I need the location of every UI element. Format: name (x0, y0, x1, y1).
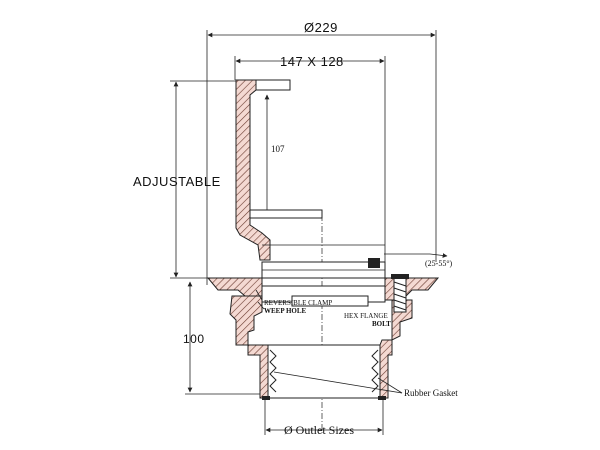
outlet-body (247, 339, 393, 400)
clamp-leaders (255, 289, 265, 310)
hex-flange-label: HEX FLANGE (344, 312, 388, 320)
flange-angle-label: (25-55°) (425, 259, 453, 268)
reversible-clamp-label: REVERSIBLE CLAMP (264, 299, 332, 307)
dimension-adjustable (170, 80, 237, 279)
grate-extension (235, 79, 385, 263)
rubber-gasket-label: Rubber Gasket (404, 388, 458, 398)
outlet-sizes-label: Ø Outlet Sizes (284, 423, 354, 437)
adjustable-label: ADJUSTABLE (133, 174, 221, 189)
dimension-outlet (264, 398, 384, 435)
hex-flange-bolt (391, 274, 409, 313)
inner-height-label: 107 (271, 144, 285, 154)
dimension-grate-size (234, 56, 386, 262)
body-height-label: 100 (183, 332, 205, 346)
dimension-flange-angle (384, 253, 448, 258)
dimension-body-height (185, 281, 268, 395)
clamp-ring (229, 285, 413, 346)
dimension-overall-width (206, 30, 437, 285)
weep-hole-label: WEEP HOLE (264, 307, 307, 315)
bolt-label: BOLT (372, 320, 391, 328)
gasket-leaders (273, 371, 403, 394)
overall-diameter-label: Ø229 (304, 20, 338, 35)
grate-size-label: 147 X 128 (280, 54, 344, 69)
